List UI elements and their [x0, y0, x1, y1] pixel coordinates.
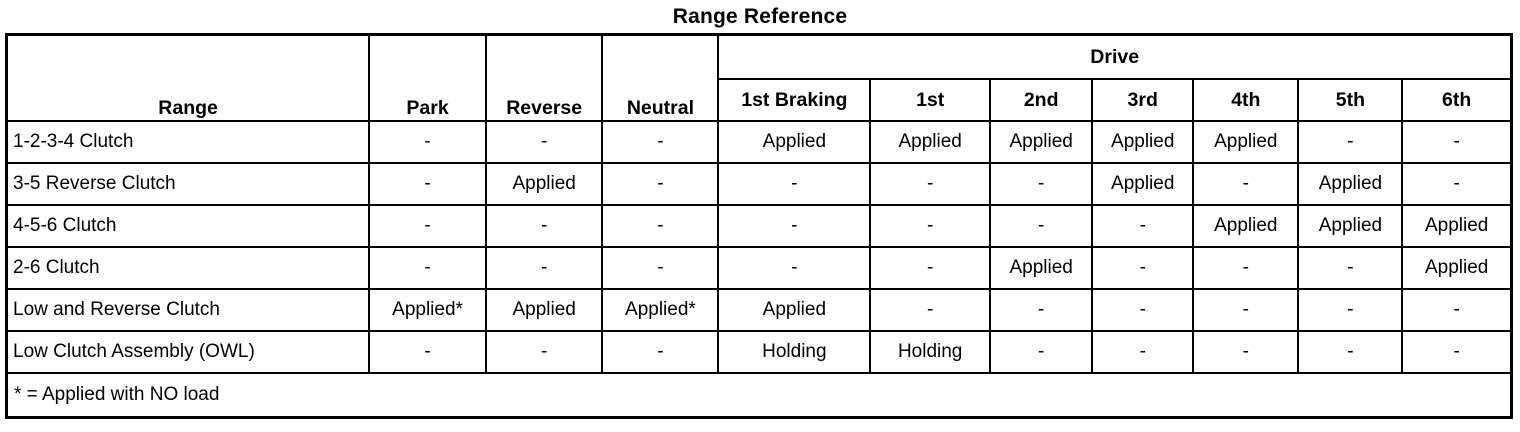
- column-header-5th: 5th: [1297, 78, 1404, 122]
- cell-value: Applied: [717, 288, 872, 332]
- cell-value: Applied: [1401, 246, 1513, 290]
- cell-value: -: [368, 162, 487, 206]
- cell-value: Applied: [1297, 204, 1404, 248]
- range-reference-table: Range Park Reverse Neutral Drive 1st Bra…: [5, 33, 1513, 419]
- cell-value: -: [368, 204, 487, 248]
- cell-value: -: [1091, 288, 1195, 332]
- row-label: Low and Reverse Clutch: [5, 288, 371, 332]
- cell-value: Applied: [988, 246, 1094, 290]
- cell-value: -: [601, 330, 720, 374]
- cell-value: Applied: [1192, 120, 1300, 164]
- cell-value: Applied: [717, 120, 872, 164]
- cell-value: Applied*: [368, 288, 487, 332]
- column-header-4th: 4th: [1192, 78, 1300, 122]
- cell-value: -: [988, 330, 1094, 374]
- cell-value: Applied: [1401, 204, 1513, 248]
- column-header-neutral: Neutral: [601, 33, 720, 122]
- cell-value: -: [601, 246, 720, 290]
- cell-value: -: [869, 246, 991, 290]
- cell-value: -: [1297, 330, 1404, 374]
- cell-value: -: [1091, 330, 1195, 374]
- cell-value: -: [869, 162, 991, 206]
- cell-value: -: [484, 330, 604, 374]
- cell-value: -: [988, 288, 1094, 332]
- cell-value: -: [1401, 162, 1513, 206]
- header-row-drive-gears: 1st Braking 1st 2nd 3rd 4th 5th 6th: [7, 78, 1513, 122]
- column-header-3rd: 3rd: [1091, 78, 1195, 122]
- cell-value: Holding: [869, 330, 991, 374]
- cell-value: -: [368, 120, 487, 164]
- cell-value: -: [717, 204, 872, 248]
- footnote-text: * = Applied with NO load: [5, 372, 1513, 419]
- page-title: Range Reference: [672, 5, 848, 28]
- cell-value: -: [988, 162, 1094, 206]
- cell-value: Applied*: [601, 288, 720, 332]
- cell-value: -: [869, 204, 991, 248]
- column-header-park: Park: [368, 33, 487, 122]
- cell-value: Applied: [484, 288, 604, 332]
- cell-value: Applied: [869, 120, 991, 164]
- column-header-drive: Drive: [717, 33, 1513, 80]
- footnote-row: * = Applied with NO load: [5, 372, 1513, 419]
- cell-value: -: [1401, 288, 1513, 332]
- cell-value: -: [1192, 246, 1300, 290]
- row-label: 3-5 Reverse Clutch: [5, 162, 371, 206]
- cell-value: -: [1297, 246, 1404, 290]
- column-header-1st-braking: 1st Braking: [717, 78, 872, 122]
- cell-value: -: [1091, 204, 1195, 248]
- cell-value: -: [1192, 330, 1300, 374]
- cell-value: Applied: [1297, 162, 1404, 206]
- row-label: 2-6 Clutch: [5, 246, 371, 290]
- cell-value: Holding: [717, 330, 872, 374]
- cell-value: -: [1091, 246, 1195, 290]
- cell-value: Applied: [1091, 120, 1195, 164]
- table-row: 3-5 Reverse Clutch-Applied----Applied-Ap…: [5, 162, 1513, 206]
- cell-value: -: [484, 204, 604, 248]
- cell-value: Applied: [1091, 162, 1195, 206]
- row-label: 4-5-6 Clutch: [5, 204, 371, 248]
- column-header-1st: 1st: [869, 78, 991, 122]
- cell-value: -: [601, 120, 720, 164]
- column-header-reverse: Reverse: [484, 33, 604, 122]
- column-header-range: Range: [5, 33, 371, 122]
- cell-value: -: [601, 162, 720, 206]
- cell-value: -: [601, 204, 720, 248]
- cell-value: -: [1297, 288, 1404, 332]
- cell-value: Applied: [484, 162, 604, 206]
- cell-value: -: [1192, 288, 1300, 332]
- column-header-2nd: 2nd: [988, 78, 1094, 122]
- cell-value: -: [368, 246, 487, 290]
- cell-value: -: [988, 204, 1094, 248]
- cell-value: -: [717, 162, 872, 206]
- cell-value: -: [368, 330, 487, 374]
- header-row-top: Range Park Reverse Neutral Drive: [5, 33, 1513, 122]
- cell-value: Applied: [1192, 204, 1300, 248]
- cell-value: Applied: [988, 120, 1094, 164]
- cell-value: -: [1297, 120, 1404, 164]
- cell-value: -: [717, 246, 872, 290]
- row-label: 1-2-3-4 Clutch: [5, 120, 371, 164]
- table-row: 2-6 Clutch-----Applied---Applied: [5, 246, 1513, 290]
- cell-value: -: [484, 120, 604, 164]
- cell-value: -: [1401, 330, 1513, 374]
- column-header-6th: 6th: [1401, 78, 1513, 122]
- cell-value: -: [869, 288, 991, 332]
- row-label: Low Clutch Assembly (OWL): [5, 330, 371, 374]
- cell-value: -: [484, 246, 604, 290]
- cell-value: -: [1192, 162, 1300, 206]
- cell-value: -: [1401, 120, 1513, 164]
